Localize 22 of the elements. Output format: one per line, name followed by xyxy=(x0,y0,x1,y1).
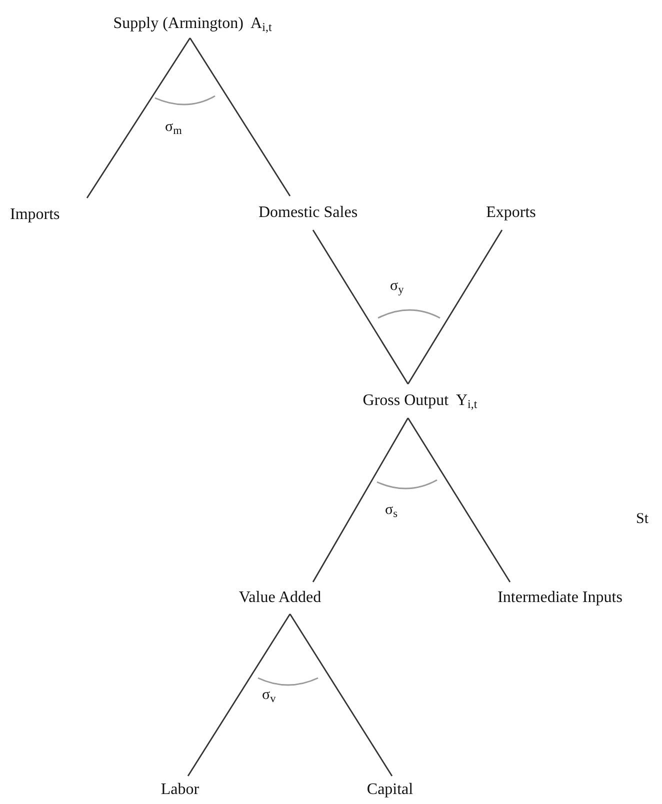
connector-line xyxy=(187,614,291,776)
connector-line xyxy=(289,614,393,776)
node-label: Value Added xyxy=(238,590,322,606)
connector-line xyxy=(312,418,409,582)
node-label: Gross Output Y$_{i,t}$ xyxy=(362,393,478,409)
node-label: Labor xyxy=(160,782,200,798)
node-label: Domestic Sales xyxy=(258,205,358,221)
node-label: Capital xyxy=(366,782,414,798)
connector-line xyxy=(86,38,191,198)
node-label: Supply (Armington) A$_{i,t}$ xyxy=(113,16,272,32)
connector-line xyxy=(407,418,511,582)
elasticity-symbol: σ$_{v}$ xyxy=(262,688,276,703)
connector-line xyxy=(407,230,503,384)
connector-line xyxy=(312,230,409,384)
node-label: Intermediate Inputs xyxy=(498,590,622,606)
node-label: Imports xyxy=(10,207,60,223)
elasticity-symbol: σ$_{y}$ xyxy=(390,279,404,294)
node-label: Exports xyxy=(486,205,536,221)
elasticity-symbol: σ$_{s}$ xyxy=(385,503,398,518)
connector-line xyxy=(189,38,291,196)
elasticity-symbol: σ$_{m}$ xyxy=(165,120,182,135)
elasticity-symbol: St xyxy=(636,512,649,527)
